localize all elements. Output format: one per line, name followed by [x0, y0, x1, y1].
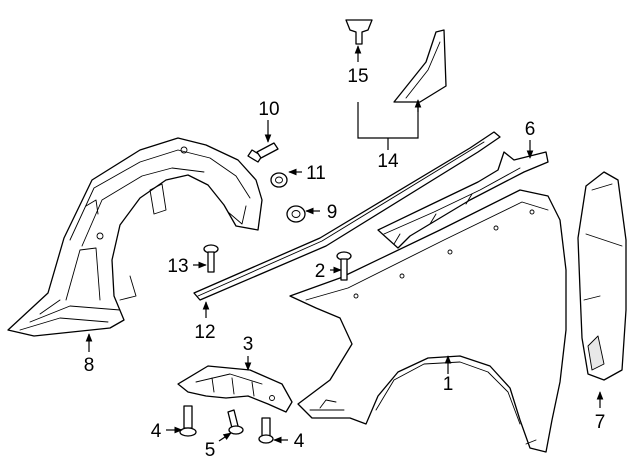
callout-7: 7	[595, 412, 606, 433]
insulator-part-7	[577, 171, 627, 381]
callout-4-left: 4	[151, 421, 162, 442]
callout-8: 8	[84, 355, 95, 376]
bolt-part-10	[247, 142, 279, 163]
callout-14: 14	[377, 151, 399, 172]
callout-6: 6	[525, 119, 536, 140]
callout-numbers: 1 2 3 4 5 4 6 7 8 9 10 11 12 13 14 15	[84, 66, 606, 461]
callout-3: 3	[243, 334, 254, 355]
bracket-part-3	[177, 365, 293, 413]
callout-1: 1	[443, 374, 454, 395]
grommet-part-9	[286, 205, 306, 223]
callout-15: 15	[347, 66, 368, 87]
clip-part-15	[345, 19, 373, 45]
side-panel-part-14	[393, 29, 447, 103]
callout-2: 2	[315, 261, 326, 282]
nut-part-11	[270, 172, 288, 188]
callout-13: 13	[167, 256, 188, 277]
seal-strip-part-12	[193, 131, 501, 301]
callout-9: 9	[327, 202, 338, 223]
bolt-part-4-right	[258, 417, 274, 444]
callout-10: 10	[258, 99, 279, 120]
leader-5	[218, 432, 232, 442]
screw-part-13	[203, 244, 219, 273]
upper-rail-part-6	[377, 151, 549, 249]
fender-liner-part-8	[7, 137, 263, 337]
callout-11: 11	[306, 163, 326, 184]
callout-5: 5	[205, 440, 216, 461]
screw-part-5	[227, 409, 244, 435]
bolt-part-4-left	[179, 405, 197, 437]
leader-lines	[85, 45, 604, 444]
callout-4-right: 4	[294, 431, 305, 452]
front-fender-part-1	[289, 189, 567, 453]
callout-12: 12	[194, 322, 215, 343]
leader-14-bracket	[357, 102, 419, 139]
